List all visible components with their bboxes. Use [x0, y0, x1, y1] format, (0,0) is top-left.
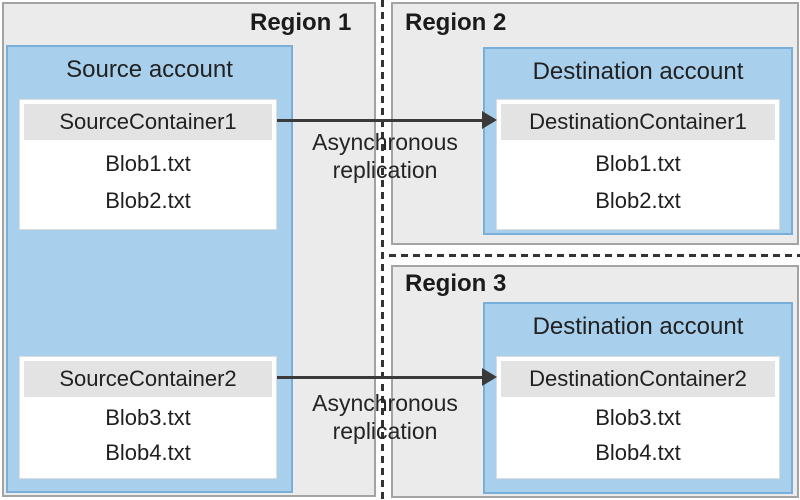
destination-account-title-region2: Destination account: [532, 58, 744, 85]
source-account-title: Source account: [66, 56, 233, 83]
source-container-1-name: SourceContainer1: [59, 109, 237, 134]
replication-arrow-2-label: Asynchronous replication: [275, 389, 495, 445]
destination-container-2: DestinationContainer2 Blob3.txt Blob4.tx…: [496, 356, 780, 479]
destination-container-2-name: DestinationContainer2: [529, 366, 747, 391]
blob-item: Blob4.txt: [595, 439, 681, 465]
source-container-2-name: SourceContainer2: [59, 366, 237, 391]
blob-item: Blob2.txt: [105, 188, 191, 213]
destination-account-title-region3: Destination account: [532, 313, 744, 340]
region-divider-vertical-dashed-line: [381, 0, 384, 500]
blob-item: Blob3.txt: [105, 405, 191, 431]
region-1-label: Region 1: [250, 9, 352, 36]
source-container-1-blobs: Blob1.txt Blob2.txt: [24, 140, 272, 225]
blob-item: Blob4.txt: [105, 439, 191, 465]
replication-label-line: replication: [332, 157, 438, 183]
blob-item: Blob3.txt: [595, 405, 681, 431]
source-container-1-header: SourceContainer1: [24, 104, 272, 140]
replication-arrow-1-arrowhead-icon: [482, 111, 497, 129]
destination-container-1-blobs: Blob1.txt Blob2.txt: [501, 140, 775, 225]
replication-label-line: Asynchronous: [312, 390, 458, 416]
source-container-2-blobs: Blob3.txt Blob4.txt: [24, 397, 272, 474]
blob-item: Blob1.txt: [105, 151, 191, 176]
source-container-2-header: SourceContainer2: [24, 361, 272, 397]
destination-container-1-name: DestinationContainer1: [529, 109, 747, 134]
region-divider-horizontal-dashed-line: [389, 254, 800, 257]
source-container-1: SourceContainer1 Blob1.txt Blob2.txt: [19, 99, 277, 230]
destination-container-2-blobs: Blob3.txt Blob4.txt: [501, 397, 775, 474]
replication-arrow-1-line: [277, 119, 483, 122]
replication-label-line: Asynchronous: [312, 129, 458, 155]
destination-container-1-header: DestinationContainer1: [501, 104, 775, 140]
source-container-2: SourceContainer2 Blob3.txt Blob4.txt: [19, 356, 277, 479]
destination-container-2-header: DestinationContainer2: [501, 361, 775, 397]
blob-item: Blob1.txt: [595, 151, 681, 176]
region-2-label: Region 2: [405, 9, 507, 36]
blob-item: Blob2.txt: [595, 188, 681, 213]
replication-arrow-2-line: [277, 376, 483, 379]
destination-container-1: DestinationContainer1 Blob1.txt Blob2.tx…: [496, 99, 780, 230]
replication-arrow-1-label: Asynchronous replication: [275, 128, 495, 184]
replication-label-line: replication: [332, 418, 438, 444]
region-3-label: Region 3: [405, 270, 507, 297]
replication-arrow-2-arrowhead-icon: [482, 368, 497, 386]
